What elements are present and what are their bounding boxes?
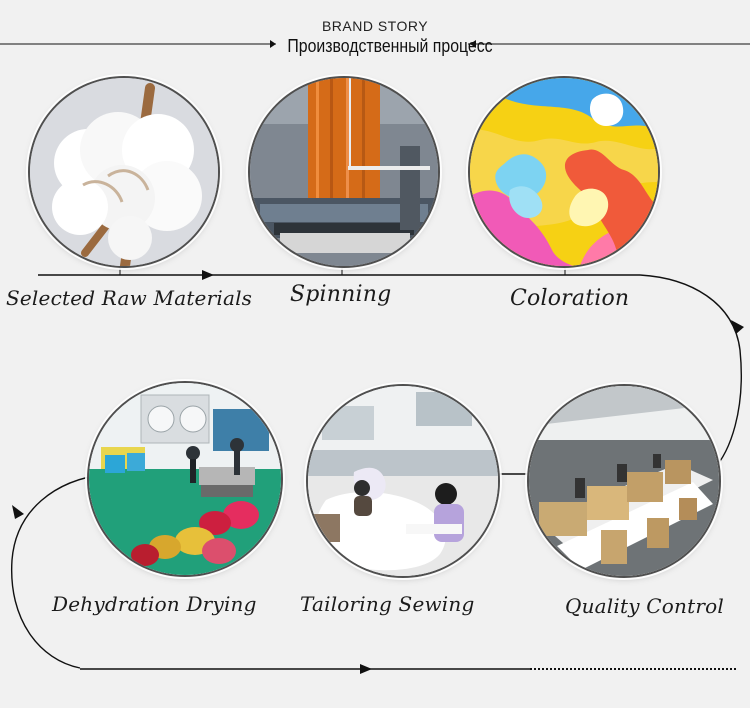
stage-label-quality-control: Quality Control bbox=[565, 594, 724, 618]
stage-label-spinning: Spinning bbox=[290, 282, 392, 307]
stage-label-tailoring-sewing: Tailoring Sewing bbox=[300, 592, 475, 616]
stage-image-raw-materials bbox=[30, 78, 218, 266]
spinning-loom-icon bbox=[250, 78, 438, 266]
stage-image-coloration bbox=[470, 78, 658, 266]
weaving-machine-icon bbox=[529, 386, 719, 576]
stage-image-dehydration-drying bbox=[89, 383, 281, 575]
process-title: Производственный процесс bbox=[287, 36, 493, 56]
sewing-workshop-icon bbox=[308, 386, 498, 576]
right-flow-arrow-icon bbox=[731, 320, 744, 334]
brand-story-heading: BRAND STORY bbox=[321, 18, 429, 34]
dye-splash-icon bbox=[470, 78, 658, 266]
cotton-icon bbox=[30, 78, 218, 266]
stage-label-raw-materials: Selected Raw Materials bbox=[6, 286, 253, 310]
stage-label-coloration: Coloration bbox=[510, 286, 630, 311]
stage-label-dehydration-drying: Dehydration Drying bbox=[52, 592, 257, 616]
stage-image-quality-control bbox=[529, 386, 719, 576]
bottom-flow-arrow-icon bbox=[360, 664, 372, 674]
left-flow-arrow-icon bbox=[12, 505, 24, 519]
top-flow-arrow-icon bbox=[202, 270, 214, 280]
header: BRAND STORY Производственный процесс bbox=[0, 10, 750, 58]
laundry-drying-icon bbox=[89, 383, 281, 575]
stage-image-spinning bbox=[250, 78, 438, 266]
stage-image-tailoring-sewing bbox=[308, 386, 498, 576]
